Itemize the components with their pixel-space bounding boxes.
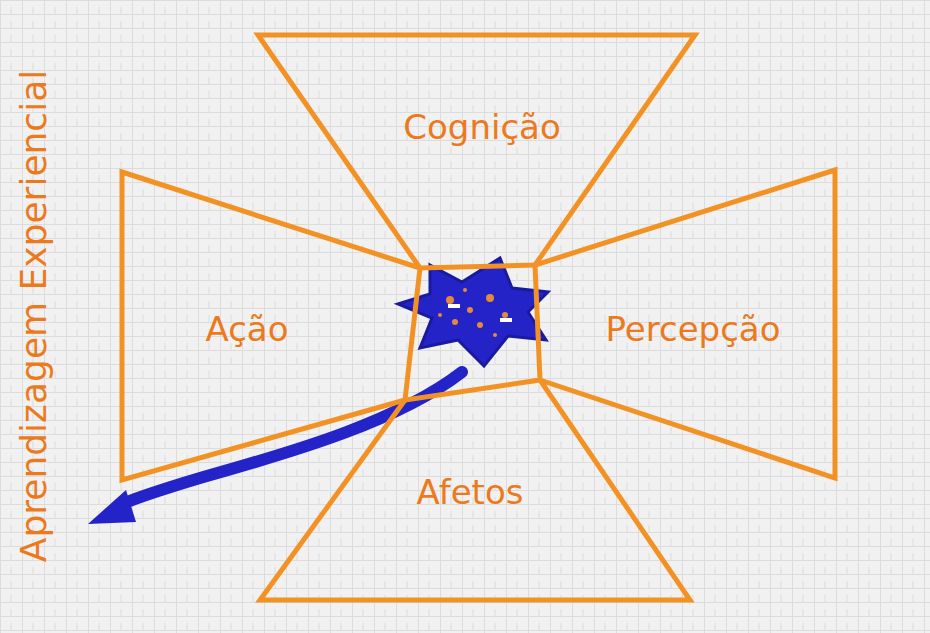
trapezoid-segment: Percepção — [528, 163, 842, 485]
star-highlight — [448, 304, 460, 308]
segment-label: Cognição — [403, 109, 560, 146]
star-highlight — [500, 318, 512, 322]
trapezoid-segment: Afetos — [253, 373, 697, 607]
segment-label: Percepção — [606, 311, 781, 348]
arrow-head — [88, 490, 136, 524]
segment-label: Ação — [206, 311, 289, 348]
trapezoid-segment: Ação — [115, 165, 427, 487]
star-speckles — [438, 288, 508, 337]
segment-label: Afetos — [417, 474, 524, 511]
vertical-title: Aprendizagem Experiencial — [14, 70, 54, 562]
blue-arrow — [118, 372, 462, 506]
